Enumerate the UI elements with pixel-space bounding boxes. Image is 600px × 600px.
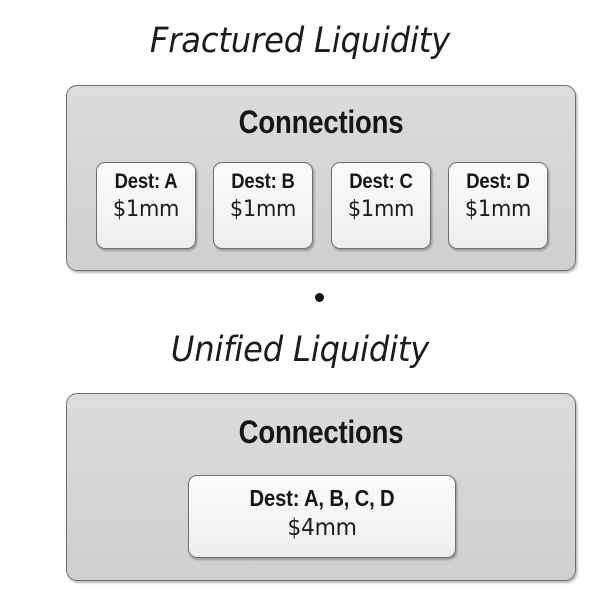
panel-heading-connections: Connections xyxy=(238,414,404,450)
destination-label: Dest: B xyxy=(231,170,296,193)
destination-amount: $4mm xyxy=(287,515,357,541)
destination-card[interactable]: Dest: A, B, C, D $4mm xyxy=(188,475,456,558)
destination-amount: $1mm xyxy=(347,197,414,222)
destination-card[interactable]: Dest: A $1mm xyxy=(96,162,196,249)
destination-label: Dest: D xyxy=(466,170,530,193)
destination-card[interactable]: Dest: B $1mm xyxy=(213,162,314,249)
destination-amount: $1mm xyxy=(112,197,180,222)
destination-label: Dest: A, B, C, D xyxy=(249,485,395,511)
destination-card[interactable]: Dest: D $1mm xyxy=(447,162,548,249)
destination-card-row: Dest: A $1mm Dest: B $1mm Dest: C $1mm D… xyxy=(96,162,548,249)
destination-card[interactable]: Dest: C $1mm xyxy=(330,162,431,249)
destination-label: Dest: C xyxy=(348,170,413,193)
destination-label: Dest: A xyxy=(114,170,178,193)
bullet-dot-icon xyxy=(315,293,324,302)
destination-amount: $1mm xyxy=(464,197,532,222)
destination-amount: $1mm xyxy=(230,197,297,222)
connections-panel-fractured: Connections Dest: A $1mm Dest: B $1mm De… xyxy=(66,85,576,271)
connections-panel-unified: Connections Dest: A, B, C, D $4mm xyxy=(66,393,576,581)
section-title-unified: Unified Liquidity xyxy=(170,330,430,370)
section-title-fractured: Fractured Liquidity xyxy=(149,21,451,61)
panel-heading-connections: Connections xyxy=(238,104,404,140)
